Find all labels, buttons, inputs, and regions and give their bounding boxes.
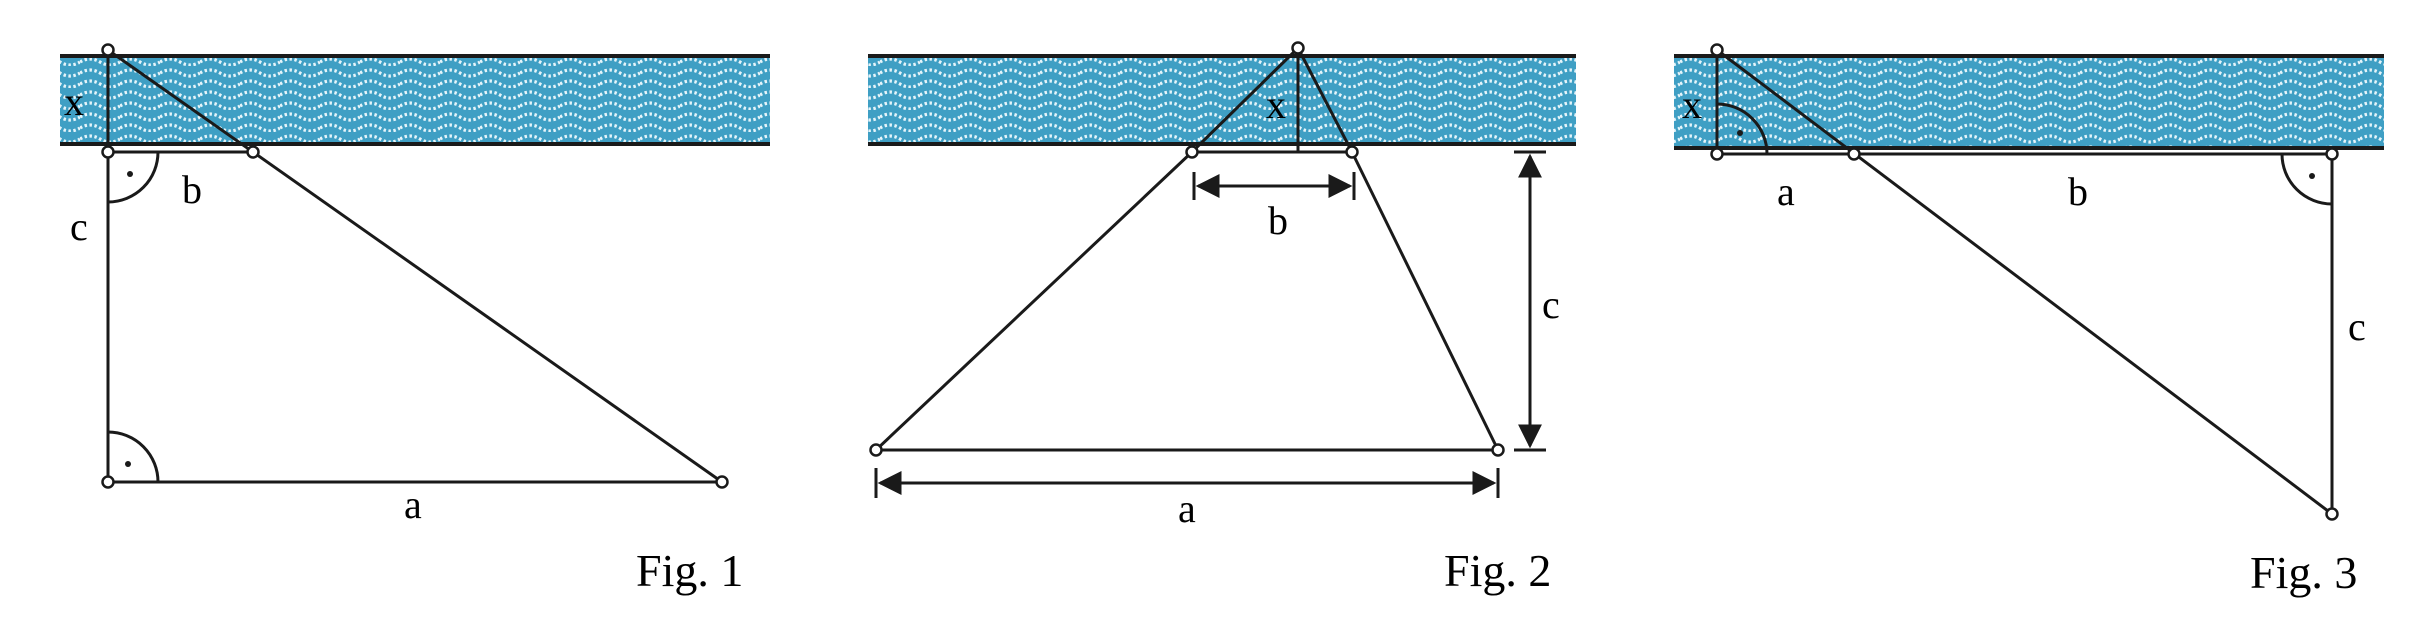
label-a: a bbox=[1777, 169, 1795, 214]
river-band-1 bbox=[60, 54, 770, 146]
point bbox=[1491, 443, 1505, 457]
point bbox=[101, 475, 115, 489]
right-angle-marks-1 bbox=[107, 151, 160, 483]
dimension-b bbox=[1192, 172, 1356, 200]
figure-caption: Fig. 3 bbox=[2250, 547, 2357, 598]
label-x: x bbox=[1266, 82, 1286, 127]
construction-lines-1 bbox=[106, 48, 723, 484]
construction-lines-3 bbox=[1715, 48, 2334, 516]
river-band-3 bbox=[1674, 54, 2384, 150]
figure-1: x b c a Fig. 1 bbox=[60, 43, 770, 596]
label-a: a bbox=[1178, 486, 1196, 531]
river-band-2 bbox=[868, 54, 1576, 146]
right-angle-marks-3 bbox=[1716, 102, 2333, 206]
right-angle-dot bbox=[1737, 130, 1743, 136]
point bbox=[2325, 507, 2339, 521]
point bbox=[1710, 43, 1724, 57]
point bbox=[2325, 147, 2339, 161]
figure-caption: Fig. 2 bbox=[1444, 545, 1551, 596]
label-x: x bbox=[64, 79, 84, 124]
dimension-c bbox=[1514, 150, 1546, 452]
point bbox=[101, 43, 115, 57]
right-angle-dot bbox=[125, 461, 131, 467]
label-a: a bbox=[404, 482, 422, 527]
points-3 bbox=[1710, 43, 2339, 521]
points-2 bbox=[869, 41, 1505, 457]
point bbox=[1185, 145, 1199, 159]
label-c: c bbox=[2348, 304, 2366, 349]
right-angle-dot bbox=[127, 171, 133, 177]
point bbox=[1710, 147, 1724, 161]
point bbox=[1345, 145, 1359, 159]
construction-lines-2 bbox=[874, 46, 1500, 452]
label-b: b bbox=[182, 167, 202, 212]
point bbox=[1291, 41, 1305, 55]
point bbox=[1847, 147, 1861, 161]
point bbox=[869, 443, 883, 457]
label-x: x bbox=[1682, 82, 1702, 127]
figure-2: x b c a Fig. 2 bbox=[868, 41, 1576, 596]
dimension-a bbox=[874, 468, 1500, 498]
label-b: b bbox=[2068, 169, 2088, 214]
point bbox=[246, 145, 260, 159]
label-c: c bbox=[70, 204, 88, 249]
label-c: c bbox=[1542, 282, 1560, 327]
point bbox=[715, 475, 729, 489]
point bbox=[101, 145, 115, 159]
label-b: b bbox=[1268, 198, 1288, 243]
figure-caption: Fig. 1 bbox=[636, 545, 743, 596]
right-angle-dot bbox=[2309, 173, 2315, 179]
points-1 bbox=[101, 43, 729, 489]
figure-3: x a b c Fig. 3 bbox=[1674, 43, 2384, 598]
